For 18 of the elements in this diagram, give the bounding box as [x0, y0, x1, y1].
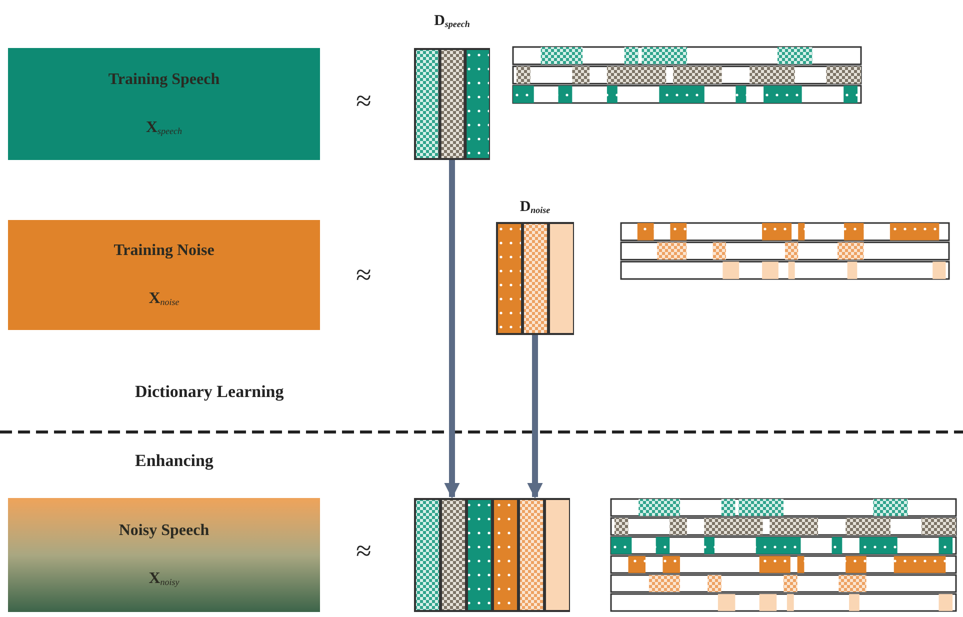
section-label: Enhancing	[135, 452, 214, 469]
matrix-symbol: X$_{noise}$	[148, 289, 180, 310]
arrow	[444, 160, 460, 499]
matrix-symbol: X$_{speech}$	[146, 118, 182, 138]
data-box	[8, 220, 320, 330]
matrix-label: D$_{noise}$	[520, 199, 550, 215]
matrix-label: D$_{speech}$	[434, 13, 470, 29]
approx-symbol: ≈	[356, 262, 372, 290]
box-title: Training Speech	[108, 70, 220, 90]
data-box	[8, 498, 320, 612]
box-title: Noisy Speech	[118, 521, 210, 541]
matrix-symbol: X$_{noisy}$	[148, 569, 180, 590]
box-title: Training Noise	[114, 241, 214, 261]
approx-symbol: ≈	[356, 88, 372, 116]
arrow	[527, 335, 543, 499]
section-label: Dictionary Learning	[135, 383, 284, 400]
approx-symbol: ≈	[356, 538, 372, 566]
data-box	[8, 48, 320, 160]
